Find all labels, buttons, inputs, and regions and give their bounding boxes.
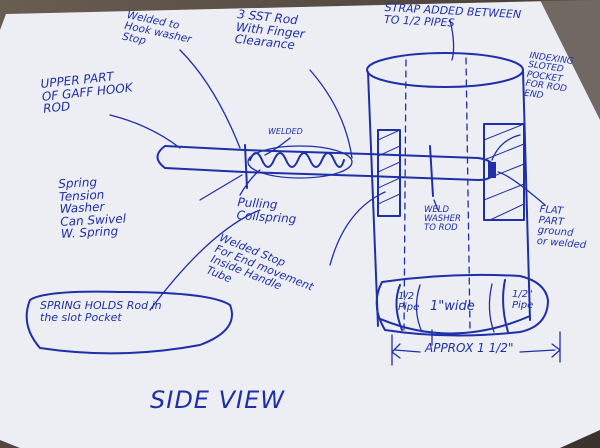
label-spring-holds: SPRING HOLDS Rod in the slot Pocket: [40, 299, 162, 324]
label-weld-washer: WELD WASHER TO ROD: [424, 205, 461, 233]
label-sst-rod: 3 SST Rod With Finger Clearance: [234, 7, 306, 53]
pipe-cross-section: [375, 273, 549, 337]
label-spring-tension: Spring Tension Washer Can Swivel W. Spri…: [57, 174, 127, 242]
label-pulling-coil: Pulling Coilspring: [236, 195, 297, 226]
coil-spring: [249, 152, 345, 168]
page-title: SIDE VIEW: [150, 386, 285, 414]
spring-washer: [244, 144, 248, 189]
label-indexing-pocket: INDEXING SLOTED POCKET FOR ROD END: [523, 51, 575, 101]
slotted-pocket: [483, 123, 525, 221]
weld-washer: [429, 145, 434, 197]
label-half-pipe-left: 1/2 Pipe: [398, 291, 420, 313]
label-half-pipe-right: 1/2" Pipe: [512, 289, 534, 311]
label-approx: APPROX 1 1/2": [425, 341, 514, 355]
gaff-rod: [156, 145, 496, 181]
label-welded-small: WELDED: [268, 127, 303, 136]
label-flat-part: FLAT PART ground or welded: [536, 204, 587, 251]
dimension-line: [391, 331, 561, 366]
label-wide: 1"wide: [430, 299, 475, 314]
callout-bubble: [25, 290, 233, 355]
